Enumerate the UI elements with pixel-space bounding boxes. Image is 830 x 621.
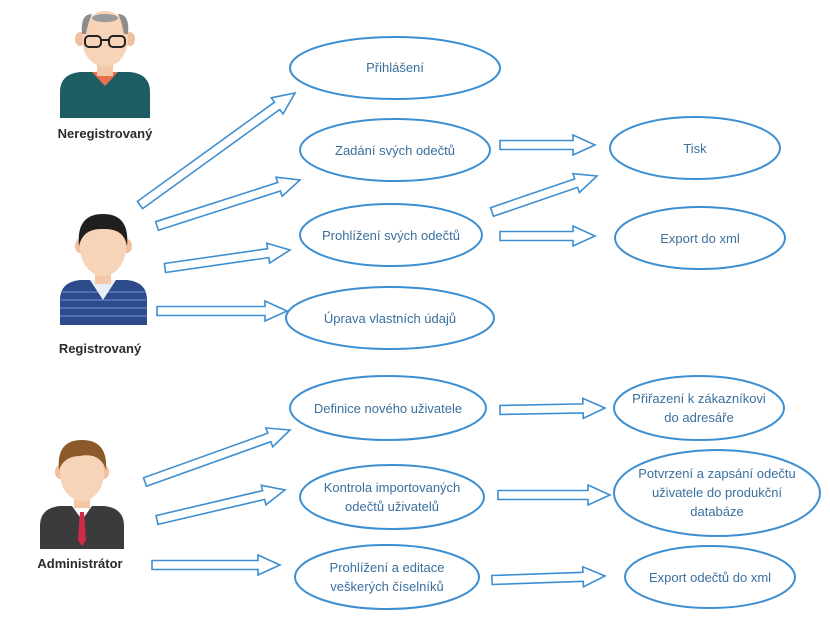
use-case-potvrzeni: Potvrzení a zapsání odečtu uživatele do … [613,449,821,537]
use-case-uprava: Úprava vlastních údajů [285,286,495,350]
use-case-zadani: Zadání svých odečtů [299,118,491,182]
use-case-label: Přiřazení k zákazníkovi [632,391,766,406]
use-case-prirazeni: Přiřazení k zákazníkovi do adresáře [613,375,785,441]
association-arrow [136,91,297,210]
use-case-kontrola: Kontrola importovaných odečtů uživatelů [299,464,485,530]
association-arrow [163,242,292,274]
association-arrow [499,224,597,248]
use-case-editace: Prohlížení a editace veškerých číselníků [294,544,480,610]
association-arrow [490,565,607,589]
association-arrow [156,299,289,323]
association-arrow [155,484,287,526]
use-case-label: Tisk [683,141,707,156]
use-case-tisk: Tisk [609,116,781,180]
use-case-export-odectu: Export odečtů do xml [624,545,796,609]
use-case-label: Prohlížení a editace [330,560,445,575]
use-case-label: databáze [690,504,744,519]
use-case-label: do adresáře [664,410,733,425]
actor-label: Registrovaný [59,341,142,356]
use-case-label: veškerých číselníků [330,579,443,594]
young-man-avatar-icon [60,214,147,325]
businessman-avatar-icon [40,440,124,549]
association-arrow [142,427,292,488]
actor-label: Administrátor [37,556,122,571]
use-case-label: odečtů uživatelů [345,499,439,514]
use-case-label: Přihlášení [366,60,424,75]
association-arrow [499,397,607,420]
use-case-label: uživatele do produkční [652,485,782,500]
use-case-label: Definice nového uživatele [314,401,462,416]
association-arrow [151,553,282,577]
actor-registrovany: Registrovaný [59,214,147,356]
use-case-label: Kontrola importovaných [324,480,461,495]
actor-administrator: Administrátor [37,440,124,571]
arrows [136,91,612,589]
use-case-export-xml: Export do xml [614,206,786,270]
use-case-prihlaseni: Přihlášení [289,36,501,100]
use-case-label: Export do xml [660,231,740,246]
association-arrow [497,483,612,507]
association-arrow [499,133,597,157]
actor-neregistrovany: Neregistrovaný [58,11,153,141]
association-arrow [489,172,599,218]
use-case-label: Úprava vlastních údajů [324,311,456,326]
use-case-label: Potvrzení a zapsání odečtu [638,466,796,481]
actor-label: Neregistrovaný [58,126,153,141]
use-case-label: Zadání svých odečtů [335,143,455,158]
use-case-prohlizeni: Prohlížení svých odečtů [299,203,483,267]
use-case-label: Prohlížení svých odečtů [322,228,460,243]
old-man-avatar-icon [60,11,150,118]
association-arrow [154,176,302,232]
use-case-definice: Definice nového uživatele [289,375,487,441]
use-case-label: Export odečtů do xml [649,570,771,585]
